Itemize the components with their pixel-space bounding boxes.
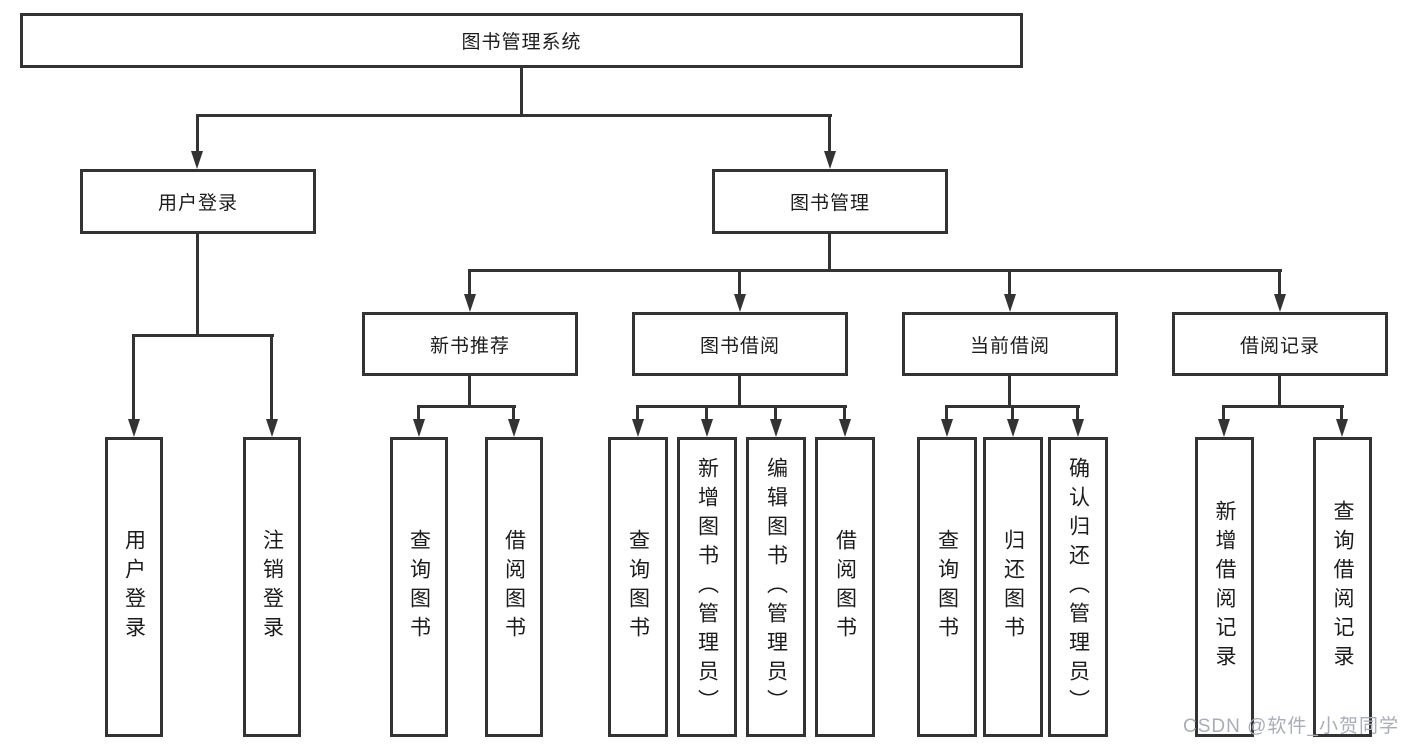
leaf-borrow-edit-book-admin-label: 编辑图书（管理员） (764, 456, 788, 718)
connector-shaft-leaf-logout (270, 334, 273, 419)
leaf-recommend-query-book-label: 查询图书 (407, 529, 431, 645)
node-current-borrow-label: 当前借阅 (969, 335, 1050, 357)
connector-level3-branch (468, 269, 1282, 272)
connector-shaft (1222, 405, 1225, 421)
arrow-down-icon (191, 151, 203, 169)
leaf-recommend-borrow-book-label: 借阅图书 (502, 529, 526, 645)
leaf-current-confirm-return-admin-label: 确认归还（管理员） (1066, 456, 1090, 718)
leaf-logout-label: 注销登录 (260, 529, 284, 645)
arrow-down-icon (701, 419, 713, 437)
leaf-borrow-add-book-admin-label: 新增图书（管理员） (695, 456, 719, 718)
connector-shaft-recommend (468, 269, 471, 296)
connector-current-feed (1008, 376, 1011, 407)
arrow-down-icon (1007, 419, 1019, 437)
connector-shaft (843, 405, 846, 421)
csdn-watermark: CSDN @软件_小贺同学 (1183, 716, 1399, 737)
node-book-management-label: 图书管理 (789, 193, 870, 214)
arrow-down-icon (941, 419, 953, 437)
connector-shaft (774, 405, 777, 421)
node-new-book-recommend-label: 新书推荐 (429, 335, 510, 357)
node-book-borrow: 图书借阅 (632, 312, 848, 376)
connector-shaft-current (1008, 269, 1011, 296)
leaf-borrow-edit-book-admin: 编辑图书（管理员） (746, 437, 806, 737)
arrow-down-icon (1218, 419, 1230, 437)
node-root: 图书管理系统 (20, 13, 1023, 68)
node-user-login-label: 用户登录 (157, 193, 238, 214)
arrow-down-icon (266, 419, 278, 437)
node-current-borrow: 当前借阅 (902, 312, 1118, 376)
leaf-records-query-record-label: 查询借阅记录 (1331, 500, 1355, 674)
connector-level2-branch (196, 114, 832, 117)
connector-shaft (705, 405, 708, 421)
connector-shaft-user-login (196, 114, 199, 153)
node-root-label: 图书管理系统 (461, 32, 582, 53)
connector-records-feed (1278, 376, 1281, 407)
leaf-borrow-add-book-admin: 新增图书（管理员） (677, 437, 737, 737)
connector-records-branch (1222, 405, 1344, 408)
leaf-borrow-borrow-book: 借阅图书 (815, 437, 875, 737)
leaf-records-add-record: 新增借阅记录 (1195, 437, 1254, 737)
leaf-recommend-query-book: 查询图书 (390, 437, 448, 737)
connector-recommend-feed (468, 376, 471, 407)
arrow-down-icon (1336, 419, 1348, 437)
node-borrow-records-label: 借阅记录 (1239, 335, 1320, 357)
arrow-down-icon (734, 294, 746, 312)
leaf-user-login-label: 用户登录 (122, 529, 146, 645)
leaf-current-return-book-label: 归还图书 (1001, 529, 1025, 645)
leaf-recommend-borrow-book: 借阅图书 (485, 437, 543, 737)
leaf-user-login: 用户登录 (105, 437, 163, 737)
leaf-records-add-record-label: 新增借阅记录 (1213, 500, 1237, 674)
node-user-login: 用户登录 (80, 169, 316, 234)
leaf-records-query-record: 查询借阅记录 (1313, 437, 1372, 737)
leaf-current-confirm-return-admin: 确认归还（管理员） (1048, 437, 1108, 737)
arrow-down-icon (1004, 294, 1016, 312)
arrow-down-icon (128, 419, 140, 437)
connector-shaft-borrow (738, 269, 741, 296)
leaf-current-query-book-label: 查询图书 (935, 529, 959, 645)
arrow-down-icon (464, 294, 476, 312)
connector-shaft (1011, 405, 1014, 421)
connector-shaft (417, 405, 420, 421)
arrow-down-icon (839, 419, 851, 437)
arrow-down-icon (632, 419, 644, 437)
arrow-down-icon (824, 151, 836, 169)
leaf-borrow-query-book: 查询图书 (608, 437, 668, 737)
connector-shaft (512, 405, 515, 421)
connector-shaft (636, 405, 639, 421)
connector-recommend-branch (417, 405, 516, 408)
node-book-borrow-label: 图书借阅 (699, 335, 780, 357)
connector-login-branch (132, 334, 274, 337)
leaf-logout: 注销登录 (243, 437, 301, 737)
arrow-down-icon (770, 419, 782, 437)
connector-management-feed (828, 234, 831, 271)
connector-shaft-leaf-login (132, 334, 135, 419)
leaf-borrow-borrow-book-label: 借阅图书 (833, 529, 857, 645)
connector-shaft (1340, 405, 1343, 421)
connector-shaft-book-management (828, 114, 831, 153)
connector-login-feed (196, 234, 199, 336)
node-book-management: 图书管理 (712, 169, 948, 234)
leaf-current-query-book: 查询图书 (917, 437, 977, 737)
connector-borrow-feed (738, 376, 741, 407)
arrow-down-icon (1274, 294, 1286, 312)
connector-shaft (1076, 405, 1079, 421)
arrow-down-icon (413, 419, 425, 437)
leaf-borrow-query-book-label: 查询图书 (626, 529, 650, 645)
connector-borrow-branch (636, 405, 847, 408)
connector-shaft-records (1278, 269, 1281, 296)
connector-root-feed (520, 68, 523, 116)
arrow-down-icon (1072, 419, 1084, 437)
node-new-book-recommend: 新书推荐 (362, 312, 578, 376)
node-borrow-records: 借阅记录 (1172, 312, 1388, 376)
leaf-current-return-book: 归还图书 (983, 437, 1043, 737)
connector-shaft (945, 405, 948, 421)
arrow-down-icon (508, 419, 520, 437)
